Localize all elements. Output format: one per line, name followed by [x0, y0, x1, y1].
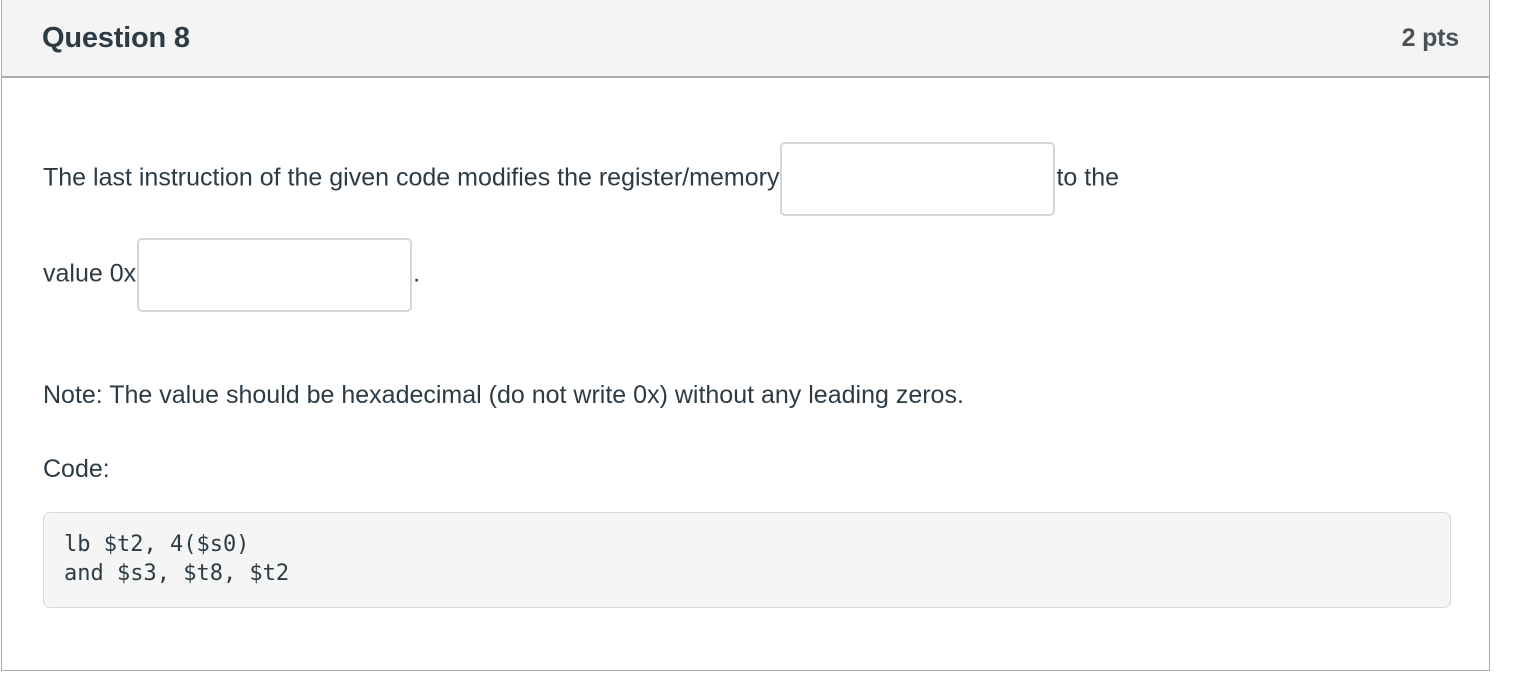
answer-blank-register-memory[interactable]	[780, 142, 1056, 216]
question-title: Question 8	[42, 21, 190, 54]
prompt-line-1: The last instruction of the given code m…	[43, 142, 1403, 216]
question-prompt: The last instruction of the given code m…	[43, 142, 1403, 312]
question-points-badge: 2 pts	[1401, 23, 1460, 52]
code-label: Code:	[43, 455, 110, 483]
prompt-text-segment-1: The last instruction of the given code m…	[43, 163, 780, 192]
answer-blank-hex-value[interactable]	[137, 238, 413, 312]
prompt-text-segment-2: to the	[1056, 163, 1120, 192]
prompt-text-segment-3: value 0x	[43, 259, 137, 288]
note-text: Note: The value should be hexadecimal (d…	[43, 381, 964, 409]
code-line: and $s3, $t8, $t2	[64, 561, 290, 586]
question-header: Question 8 2 pts	[2, 0, 1489, 78]
question-body: The last instruction of the given code m…	[2, 78, 1489, 608]
prompt-text-segment-4: .	[413, 259, 421, 288]
code-line: lb $t2, 4($s0)	[64, 532, 250, 557]
code-block: lb $t2, 4($s0) and $s3, $t8, $t2	[43, 512, 1451, 608]
question-container: Question 8 2 pts The last instruction of…	[1, 0, 1490, 671]
prompt-line-2: value 0x.	[43, 238, 1403, 312]
